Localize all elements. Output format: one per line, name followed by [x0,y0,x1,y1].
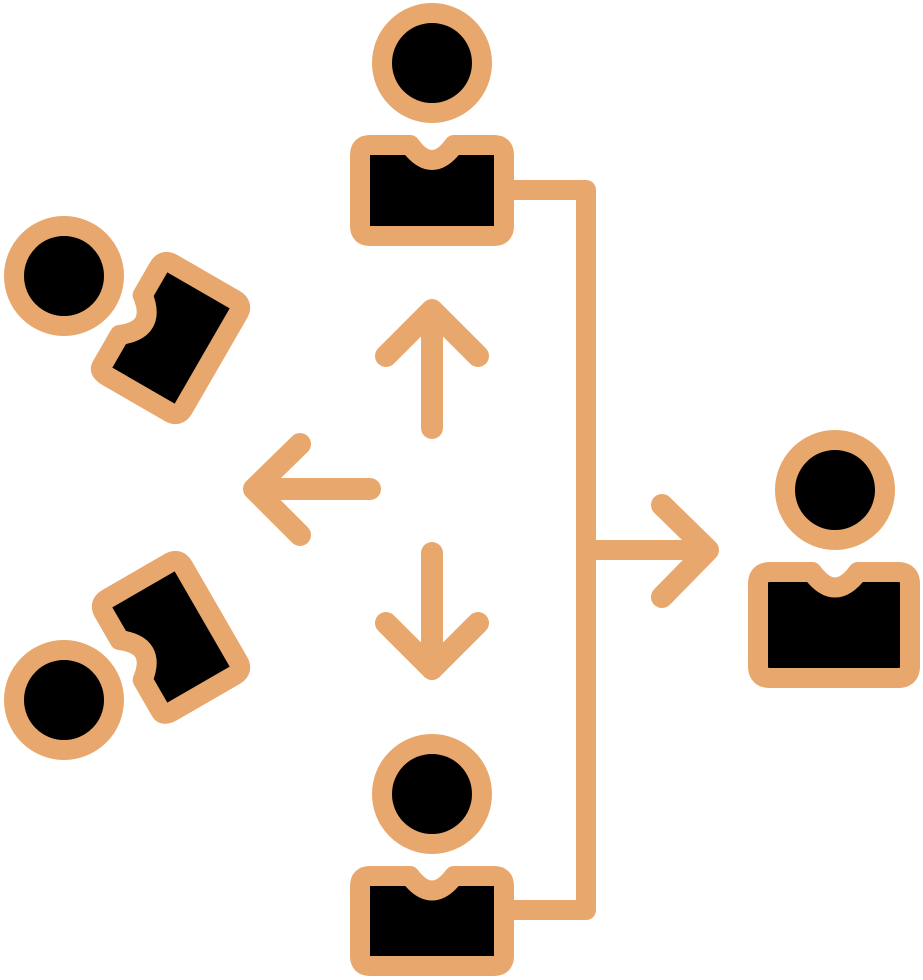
person-left-lower-icon [4,550,251,760]
person-bottom-icon [350,734,514,976]
person-left-upper-icon [4,216,251,425]
arrow-up-icon [375,299,489,439]
connector-lines [502,180,718,920]
arrow-right-icon [651,494,719,608]
arrow-left-icon [243,433,381,546]
person-right-icon [748,430,920,688]
person-top-icon [350,3,514,246]
arrow-down-icon [375,542,489,680]
